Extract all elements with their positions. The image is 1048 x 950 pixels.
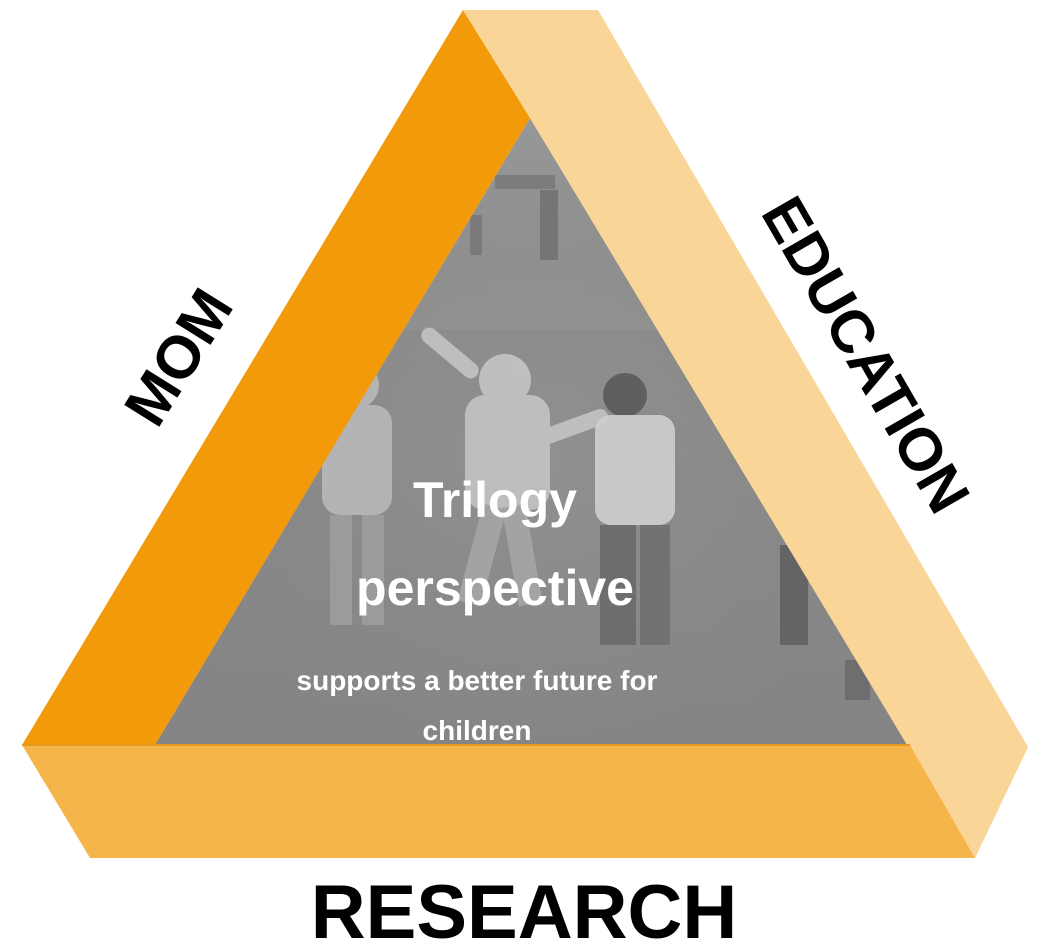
child-figure-center bbox=[421, 327, 609, 607]
left-bar bbox=[22, 10, 530, 745]
child-figure-right bbox=[595, 373, 675, 645]
center-title-line1: Trilogy bbox=[413, 472, 577, 528]
center-subtitle-line1: supports a better future for bbox=[297, 665, 658, 696]
center-title-line2: perspective bbox=[356, 560, 634, 616]
right-bar bbox=[463, 10, 1028, 858]
bottom-bar-bevel bbox=[910, 745, 1028, 858]
center-subtitle-line2: children bbox=[423, 715, 532, 746]
bottom-bar bbox=[22, 745, 975, 858]
label-research: RESEARCH bbox=[311, 870, 738, 950]
